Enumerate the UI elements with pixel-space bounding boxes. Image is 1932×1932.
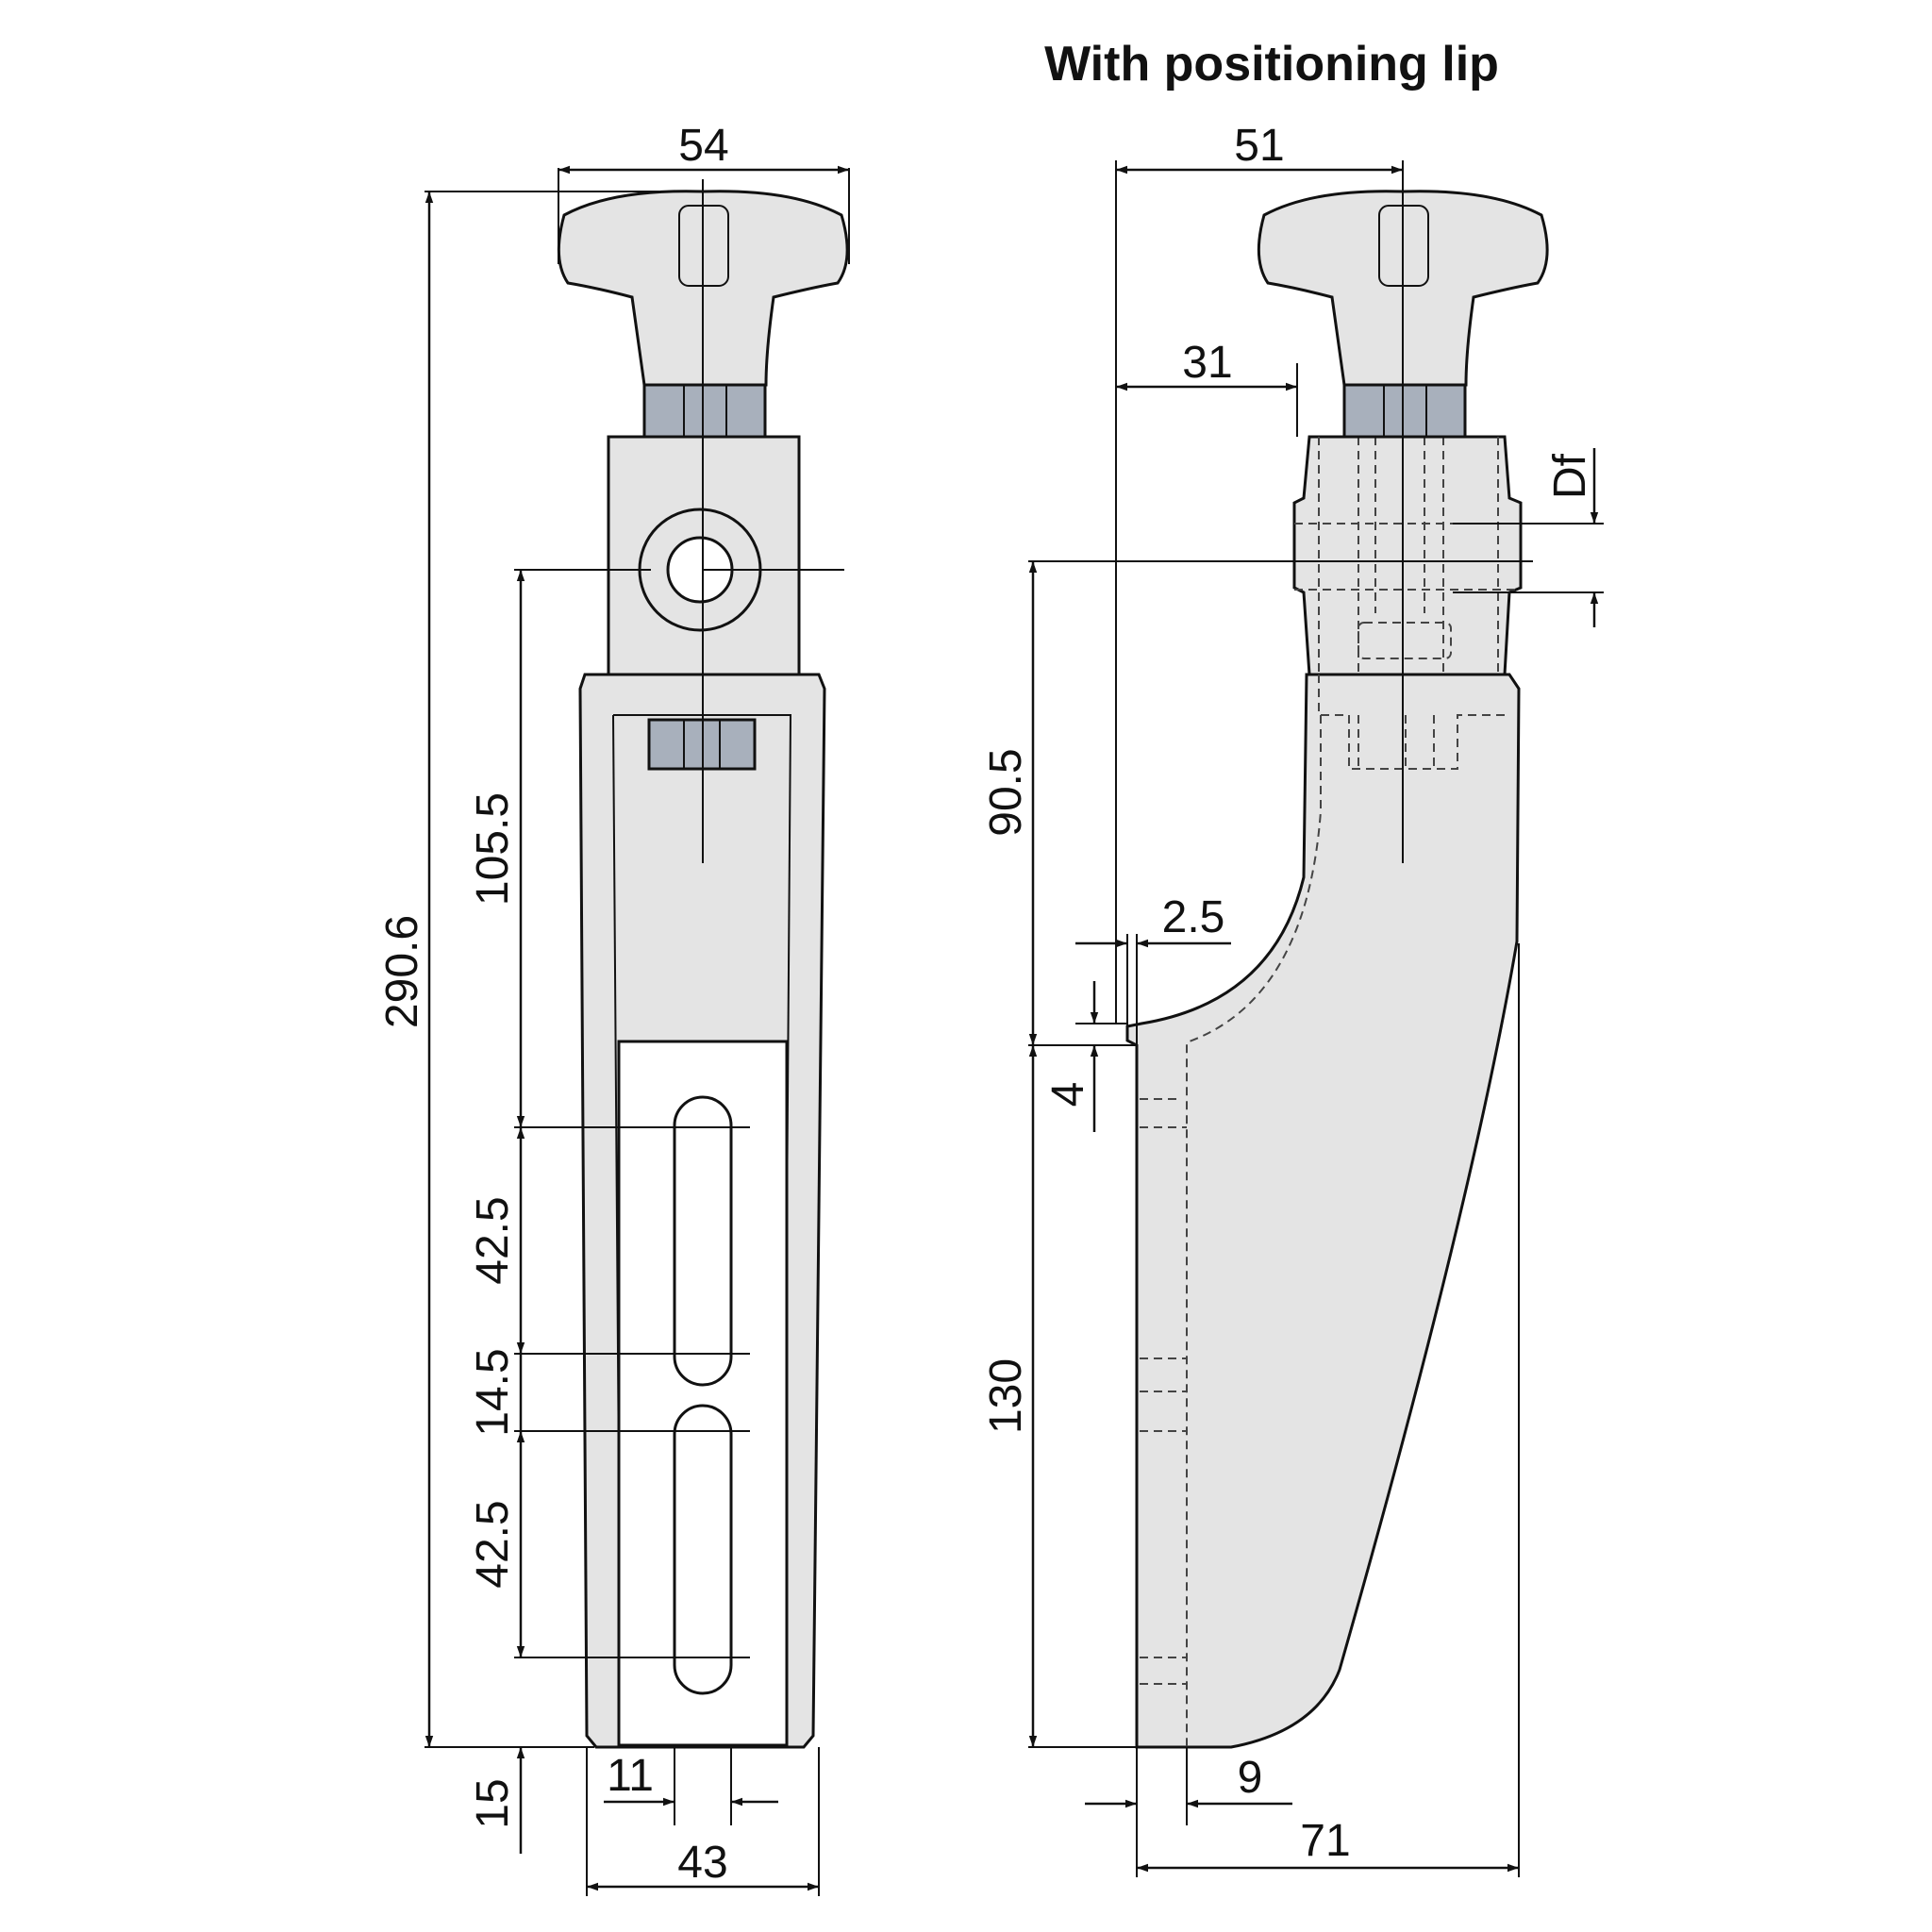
- side-view: 51 31 Df 90.5 2.5 4 130 9 71: [981, 121, 1604, 1877]
- dim-lip-offset-2-5: 2.5: [1162, 892, 1225, 942]
- dim-offset-31: 31: [1182, 338, 1232, 388]
- side-upper-block: [1292, 435, 1523, 676]
- dim-hole-to-slot-105-5: 105.5: [468, 792, 518, 906]
- dim-slot2-42-5: 42.5: [468, 1500, 518, 1588]
- dim-lip-height-4: 4: [1043, 1082, 1093, 1108]
- dim-base-width-43: 43: [677, 1838, 727, 1888]
- dim-base-length-71: 71: [1300, 1816, 1350, 1866]
- dim-front-width-54: 54: [678, 121, 728, 171]
- dim-lip-width-9: 9: [1238, 1753, 1263, 1803]
- slot-lower: [673, 1404, 733, 1695]
- dim-gap-14-5: 14.5: [468, 1348, 518, 1436]
- drawing-title: With positioning lip: [1044, 37, 1499, 92]
- side-top-nut: [1342, 383, 1467, 439]
- dim-hole-height-90-5: 90.5: [981, 748, 1031, 836]
- slot-upper: [673, 1095, 733, 1387]
- dim-bottom-15: 15: [468, 1778, 518, 1828]
- dim-df: Df: [1545, 453, 1595, 499]
- dim-total-height-290-6: 290.6: [377, 915, 427, 1028]
- side-body: [1125, 673, 1521, 1749]
- dim-slot-width-11: 11: [607, 1751, 654, 1801]
- top-nut: [642, 383, 767, 439]
- dim-lower-height-130: 130: [981, 1358, 1031, 1434]
- front-view: 54 290.6 105.5 42.5 14.5 42.5 15 11 43: [377, 121, 850, 1896]
- dim-slot1-42-5: 42.5: [468, 1196, 518, 1284]
- dim-side-width-51: 51: [1234, 121, 1284, 171]
